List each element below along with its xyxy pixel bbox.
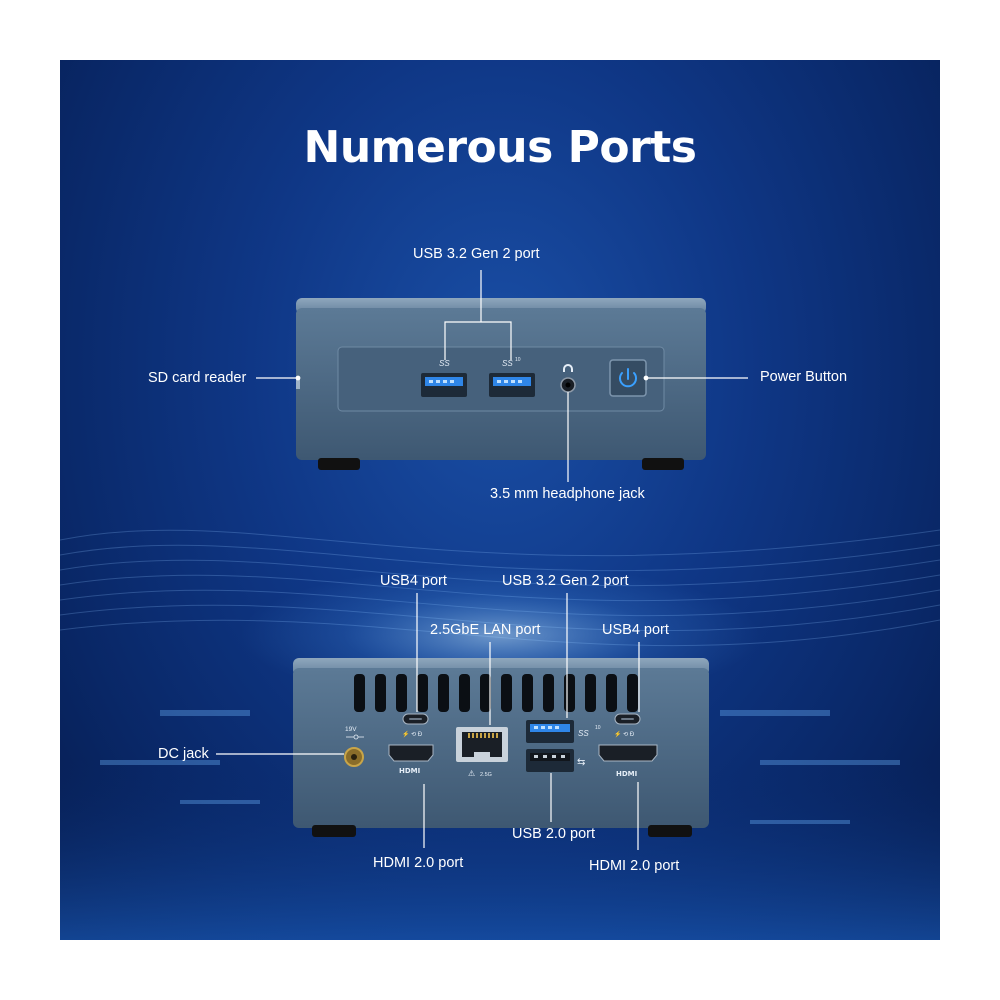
- lan-speed-text: 2.5G: [480, 772, 492, 778]
- sd-card-slot: [296, 377, 300, 389]
- label-power-button: Power Button: [760, 369, 848, 385]
- dc-rating-text: 19V: [345, 726, 357, 733]
- rear-view-device: 19V ⚡ ⟲ Ð HDMI: [293, 658, 709, 837]
- label-usb20: USB 2.0 port: [512, 826, 596, 842]
- power-button: [609, 359, 647, 397]
- lan-contacts: [468, 733, 498, 738]
- power-icon: [619, 368, 637, 388]
- label-hdmi-left: HDMI 2.0 port: [373, 855, 464, 871]
- rear-callout-lines: [216, 593, 640, 850]
- front-ss-gen: 10: [515, 357, 521, 363]
- hdmi-port-left: HDMI: [388, 744, 434, 775]
- front-foot-right: [642, 458, 684, 470]
- ports-diagram: SS SS 10: [216, 270, 748, 850]
- vent-slots: [354, 674, 638, 712]
- label-usb4-left: USB4 port: [380, 573, 447, 589]
- label-lan: 2.5GbE LAN port: [430, 622, 541, 638]
- label-front-usb32: USB 3.2 Gen 2 port: [413, 246, 540, 262]
- label-sd-card-reader: SD card reader: [148, 370, 247, 386]
- label-rear-usb32: USB 3.2 Gen 2 port: [502, 573, 629, 589]
- light-streaks: [100, 710, 900, 824]
- usb-trident-icon: ⇆: [577, 757, 585, 768]
- hdmi-right-logo: HDMI: [616, 770, 637, 778]
- rear-ss-gen: 10: [595, 725, 601, 731]
- front-callout-lines: [256, 270, 748, 482]
- label-dc-jack: DC jack: [158, 746, 209, 762]
- page-title: Numerous Ports: [303, 122, 698, 173]
- usb4-port-left: ⚡ ⟲ Ð: [402, 713, 429, 738]
- hdmi-port-right: HDMI: [598, 744, 658, 778]
- label-hdmi-right: HDMI 2.0 port: [589, 858, 680, 874]
- rear-usb20-port: ⇆: [526, 749, 585, 772]
- label-headphone-jack: 3.5 mm headphone jack: [490, 486, 645, 502]
- usb4-left-logo-icon: ⚡ ⟲ Ð: [402, 730, 423, 738]
- front-foot-left: [318, 458, 360, 470]
- front-ss-logo-2: SS: [502, 359, 513, 368]
- front-ss-logo-1: SS: [439, 359, 450, 368]
- dc-jack: 19V: [344, 726, 364, 767]
- front-view-device: SS SS 10: [296, 298, 706, 470]
- rear-ss-logo: SS: [578, 729, 589, 738]
- headphone-icon: [563, 364, 573, 372]
- label-usb4-right: USB4 port: [602, 622, 669, 638]
- usb4-right-logo-icon: ⚡ ⟲ Ð: [614, 730, 635, 738]
- usb4-port-right: ⚡ ⟲ Ð: [614, 713, 641, 738]
- lan-port: ⚠ 2.5G: [456, 727, 508, 778]
- hdmi-left-logo: HDMI: [399, 767, 420, 775]
- rear-foot-right: [648, 825, 692, 837]
- rear-usb32-port: SS 10: [526, 720, 601, 743]
- product-infographic: Numerous Ports: [60, 60, 940, 940]
- front-usb-port-2: [489, 373, 535, 397]
- lan-network-icon: ⚠: [468, 769, 475, 778]
- dc-polarity-icon: [346, 734, 364, 740]
- front-usb-port-1: [421, 373, 467, 397]
- rear-foot-left: [312, 825, 356, 837]
